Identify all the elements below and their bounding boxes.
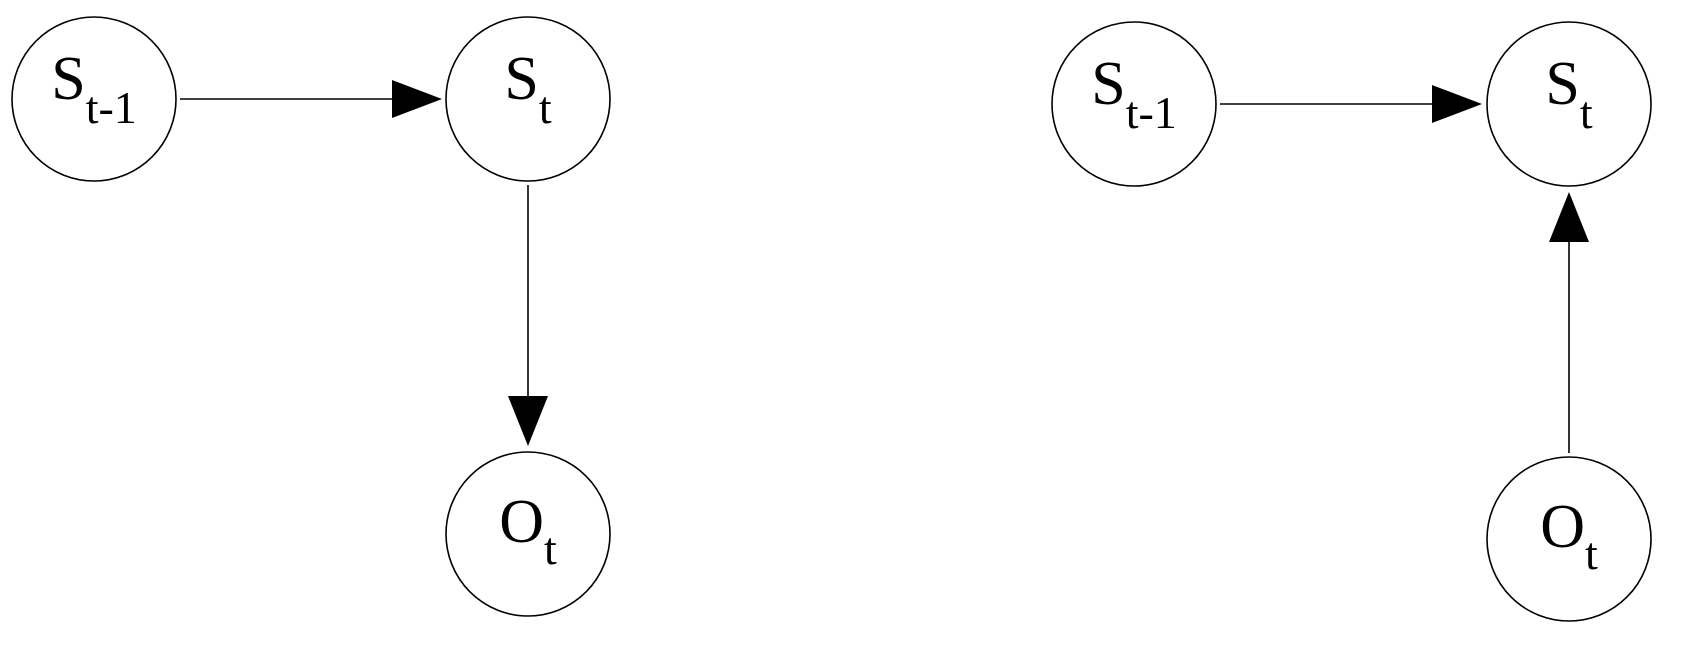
node-subscript: t bbox=[539, 82, 552, 133]
node-subscript: t-1 bbox=[1126, 87, 1177, 138]
node-letter: S bbox=[504, 45, 538, 113]
node-subscript: t bbox=[544, 523, 557, 574]
node-circle bbox=[11, 16, 177, 182]
node-subscript: t bbox=[1580, 87, 1593, 138]
node-letter: O bbox=[1540, 493, 1585, 561]
node-label: St bbox=[504, 45, 551, 133]
node-right-s-prev: St-1 bbox=[1051, 21, 1217, 187]
arrowhead-left-st-to-ot bbox=[508, 396, 548, 446]
node-label: St-1 bbox=[1091, 50, 1177, 138]
node-letter: S bbox=[1545, 50, 1579, 118]
node-right-o-t: Ot bbox=[1486, 456, 1652, 622]
node-label: St bbox=[1545, 50, 1592, 138]
node-circle bbox=[1051, 21, 1217, 187]
node-circle bbox=[1486, 456, 1652, 622]
node-label: Ot bbox=[499, 488, 557, 574]
node-circle bbox=[1486, 21, 1652, 187]
right-diagram: St-1 St Ot bbox=[1051, 21, 1652, 622]
arrowhead-right-ot-to-st bbox=[1549, 192, 1589, 242]
left-diagram: St-1 St Ot bbox=[11, 16, 611, 617]
node-label: St-1 bbox=[51, 45, 137, 133]
node-subscript: t-1 bbox=[86, 82, 137, 133]
node-letter: S bbox=[1091, 50, 1125, 118]
arrowhead-left-sprev-to-st bbox=[392, 80, 442, 118]
node-left-s-prev: St-1 bbox=[11, 16, 177, 182]
node-circle bbox=[445, 451, 611, 617]
node-left-o-t: Ot bbox=[445, 451, 611, 617]
node-letter: O bbox=[499, 488, 544, 556]
node-subscript: t bbox=[1585, 528, 1598, 579]
arrowhead-right-sprev-to-st bbox=[1432, 85, 1482, 123]
node-left-s-t: St bbox=[445, 16, 611, 182]
node-letter: S bbox=[51, 45, 85, 113]
node-label: Ot bbox=[1540, 493, 1598, 579]
node-circle bbox=[445, 16, 611, 182]
node-right-s-t: St bbox=[1486, 21, 1652, 187]
